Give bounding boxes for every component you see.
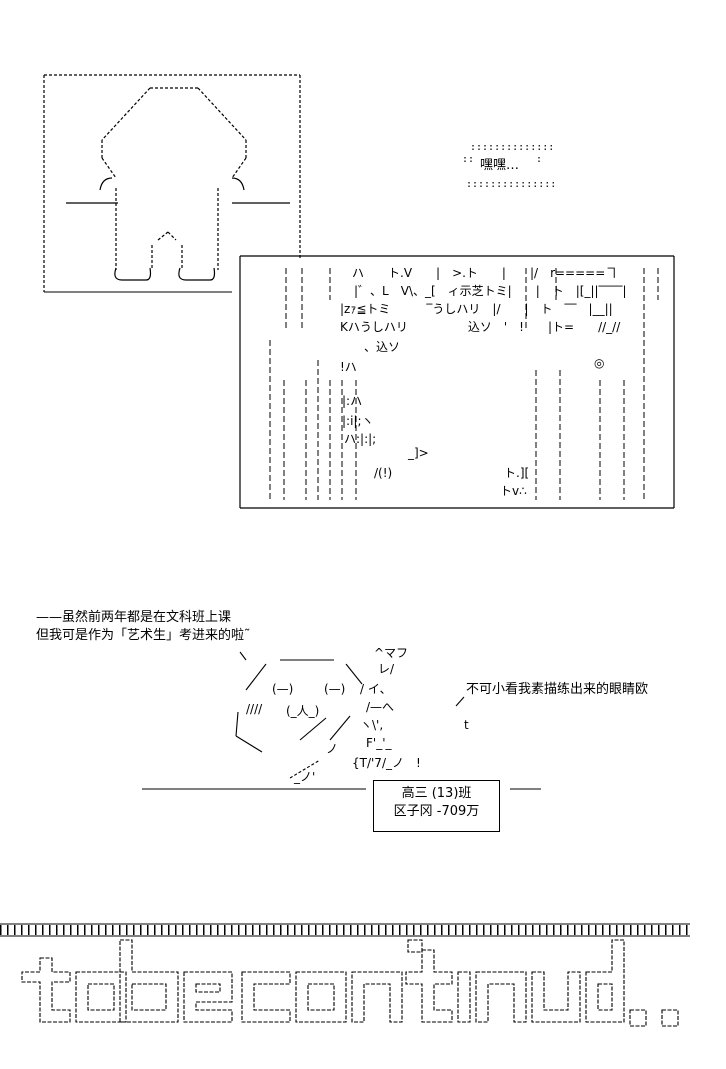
panel-right-art-d: Kハうしハリ 込ソ ' ! |ト= //_// xyxy=(340,320,621,334)
char-mark-4: (—) xyxy=(324,682,346,696)
char-mark-5: //// xyxy=(246,702,263,716)
char-mark-8: /—へ xyxy=(366,700,395,714)
char-mark-12: {T/'7/_ノ ! xyxy=(352,756,421,770)
char-mark-10: t xyxy=(464,718,469,732)
char-mark-3: (—) xyxy=(272,682,294,696)
laugh-text: 嘿嘿… xyxy=(480,158,520,173)
nameplate-class: 高三 (13)班 xyxy=(401,786,472,801)
panel-right-art-k: _]> xyxy=(408,446,429,460)
panel-right-art-e: 、込ソ xyxy=(364,340,401,354)
panel-right-art-a: ハ ト.V | >.ト | |/ r=====ヿ xyxy=(352,266,618,280)
panel-right-art-m: ト.][ xyxy=(504,466,530,480)
panel-right-art-b: |゛、L V\、_[ ィ示芝トミ| | ト |[_||‾‾‾‾| xyxy=(354,284,627,298)
speech-left-line2: 但我可是作为「艺术生」考进来的啦˜ xyxy=(36,628,251,643)
speech-left-line1: ——虽然前两年都是在文科班上课 xyxy=(36,610,232,625)
panel-right-art-l: /(!) xyxy=(374,466,393,480)
dotted-bubble-mid: :: xyxy=(462,154,475,165)
char-mark-6: (_人_) xyxy=(286,704,320,718)
char-mark-7: / イ、 xyxy=(360,682,392,696)
silhouette-arms xyxy=(66,177,290,281)
panel-right-strokes xyxy=(269,268,659,500)
panel-right-art-g: !ハ xyxy=(340,360,357,374)
banner-text: to be continued.. xyxy=(22,1032,115,1042)
silhouette-figure xyxy=(101,87,247,270)
panel-right-art-f: ◎ xyxy=(594,356,605,370)
speech-right: 不可小看我素描练出来的眼睛欧 xyxy=(466,682,649,697)
panel-left-frame xyxy=(43,74,301,293)
char-mark-2: レ/ xyxy=(378,662,395,676)
character-outline xyxy=(235,651,465,779)
char-mark-11: F'_'_ xyxy=(366,736,392,750)
panel-right-art-h: |:ハ xyxy=(342,394,363,408)
char-mark-13: _ノ' xyxy=(294,770,316,784)
char-mark-14: ノ xyxy=(326,742,339,756)
dotted-bubble-bottom: ::::::::::::::: xyxy=(466,179,557,190)
panel-right-art-c: |zｧ≦トミ ‾うしハリ |/ | ト ‾‾ |__|| xyxy=(340,302,613,316)
dotted-bubble-mid-right: : xyxy=(536,154,543,165)
panel-right-art-i: |:i|;ヽ xyxy=(342,414,374,428)
nameplate-name: 区子冈 -709万 xyxy=(393,804,480,819)
banner-rail xyxy=(0,923,690,937)
banner-letters xyxy=(21,939,679,1027)
char-mark-1: ^マフ xyxy=(374,646,409,660)
nameplate-box: 高三 (13)班 区子冈 -709万 xyxy=(373,780,500,832)
dotted-bubble-top: :::::::::::::: xyxy=(470,142,555,153)
panel-right-art-n: トv∴ xyxy=(500,484,527,498)
panel-right-frame xyxy=(239,255,675,509)
char-mark-9: ヽ\', xyxy=(360,718,384,732)
panel-right-art-j: ハ:|:|; xyxy=(344,432,377,446)
